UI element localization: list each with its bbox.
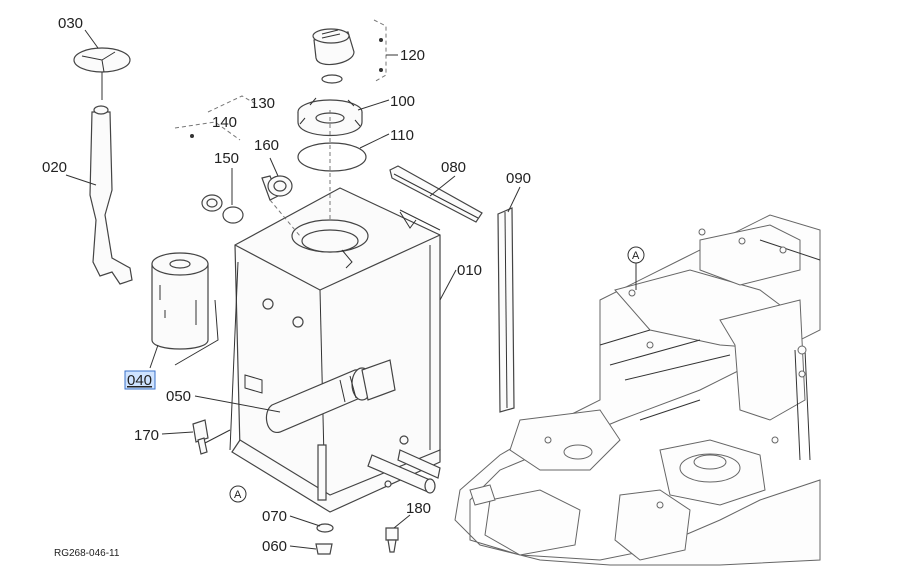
label-030: 030 xyxy=(58,15,83,32)
part-140-seal xyxy=(201,194,223,212)
part-180-drain xyxy=(385,527,399,553)
callout-a-right: A xyxy=(627,246,645,290)
part-090-strip xyxy=(497,207,515,413)
group-brackets xyxy=(174,19,398,141)
label-050: 050 xyxy=(166,388,191,405)
part-040-filter xyxy=(151,252,219,366)
part-150-ring xyxy=(222,206,244,224)
part-050-strainer xyxy=(265,359,396,433)
label-090: 090 xyxy=(506,170,531,187)
part-030-cap xyxy=(73,47,131,100)
label-040-highlight xyxy=(124,370,156,390)
part-020-bracket xyxy=(89,105,133,285)
label-020: 020 xyxy=(42,159,67,176)
label-130: 130 xyxy=(250,95,275,112)
part-160-grommet xyxy=(261,175,293,201)
svg-text:A: A xyxy=(234,489,242,501)
label-140: 140 xyxy=(212,114,237,131)
part-120-breather-cap xyxy=(312,28,355,84)
part-070-washer xyxy=(316,523,334,533)
label-040[interactable]: 040 xyxy=(127,372,152,389)
label-080: 080 xyxy=(441,159,466,176)
part-170-bolt xyxy=(192,419,209,455)
part-labels: 030 020 040 050 170 070 060 180 010 080 … xyxy=(42,15,531,555)
reference-code: RG268-046-11 xyxy=(54,548,120,559)
part-080-strip xyxy=(389,165,483,223)
label-160: 160 xyxy=(254,137,279,154)
label-150: 150 xyxy=(214,150,239,167)
label-060: 060 xyxy=(262,538,287,555)
label-070: 070 xyxy=(262,508,287,525)
part-060-plug xyxy=(315,543,333,555)
outlet-pipe xyxy=(367,449,441,494)
chassis-frame xyxy=(454,214,821,566)
callout-a-left: A xyxy=(229,485,247,503)
label-110: 110 xyxy=(390,127,414,144)
part-100-housing xyxy=(297,97,363,137)
label-180: 180 xyxy=(406,500,431,517)
label-100: 100 xyxy=(390,93,415,110)
label-010: 010 xyxy=(457,262,482,279)
label-120: 120 xyxy=(400,47,425,64)
leader-lines xyxy=(65,29,521,550)
part-110-o-ring xyxy=(297,142,367,172)
svg-text:A: A xyxy=(632,250,640,262)
label-170: 170 xyxy=(134,427,159,444)
